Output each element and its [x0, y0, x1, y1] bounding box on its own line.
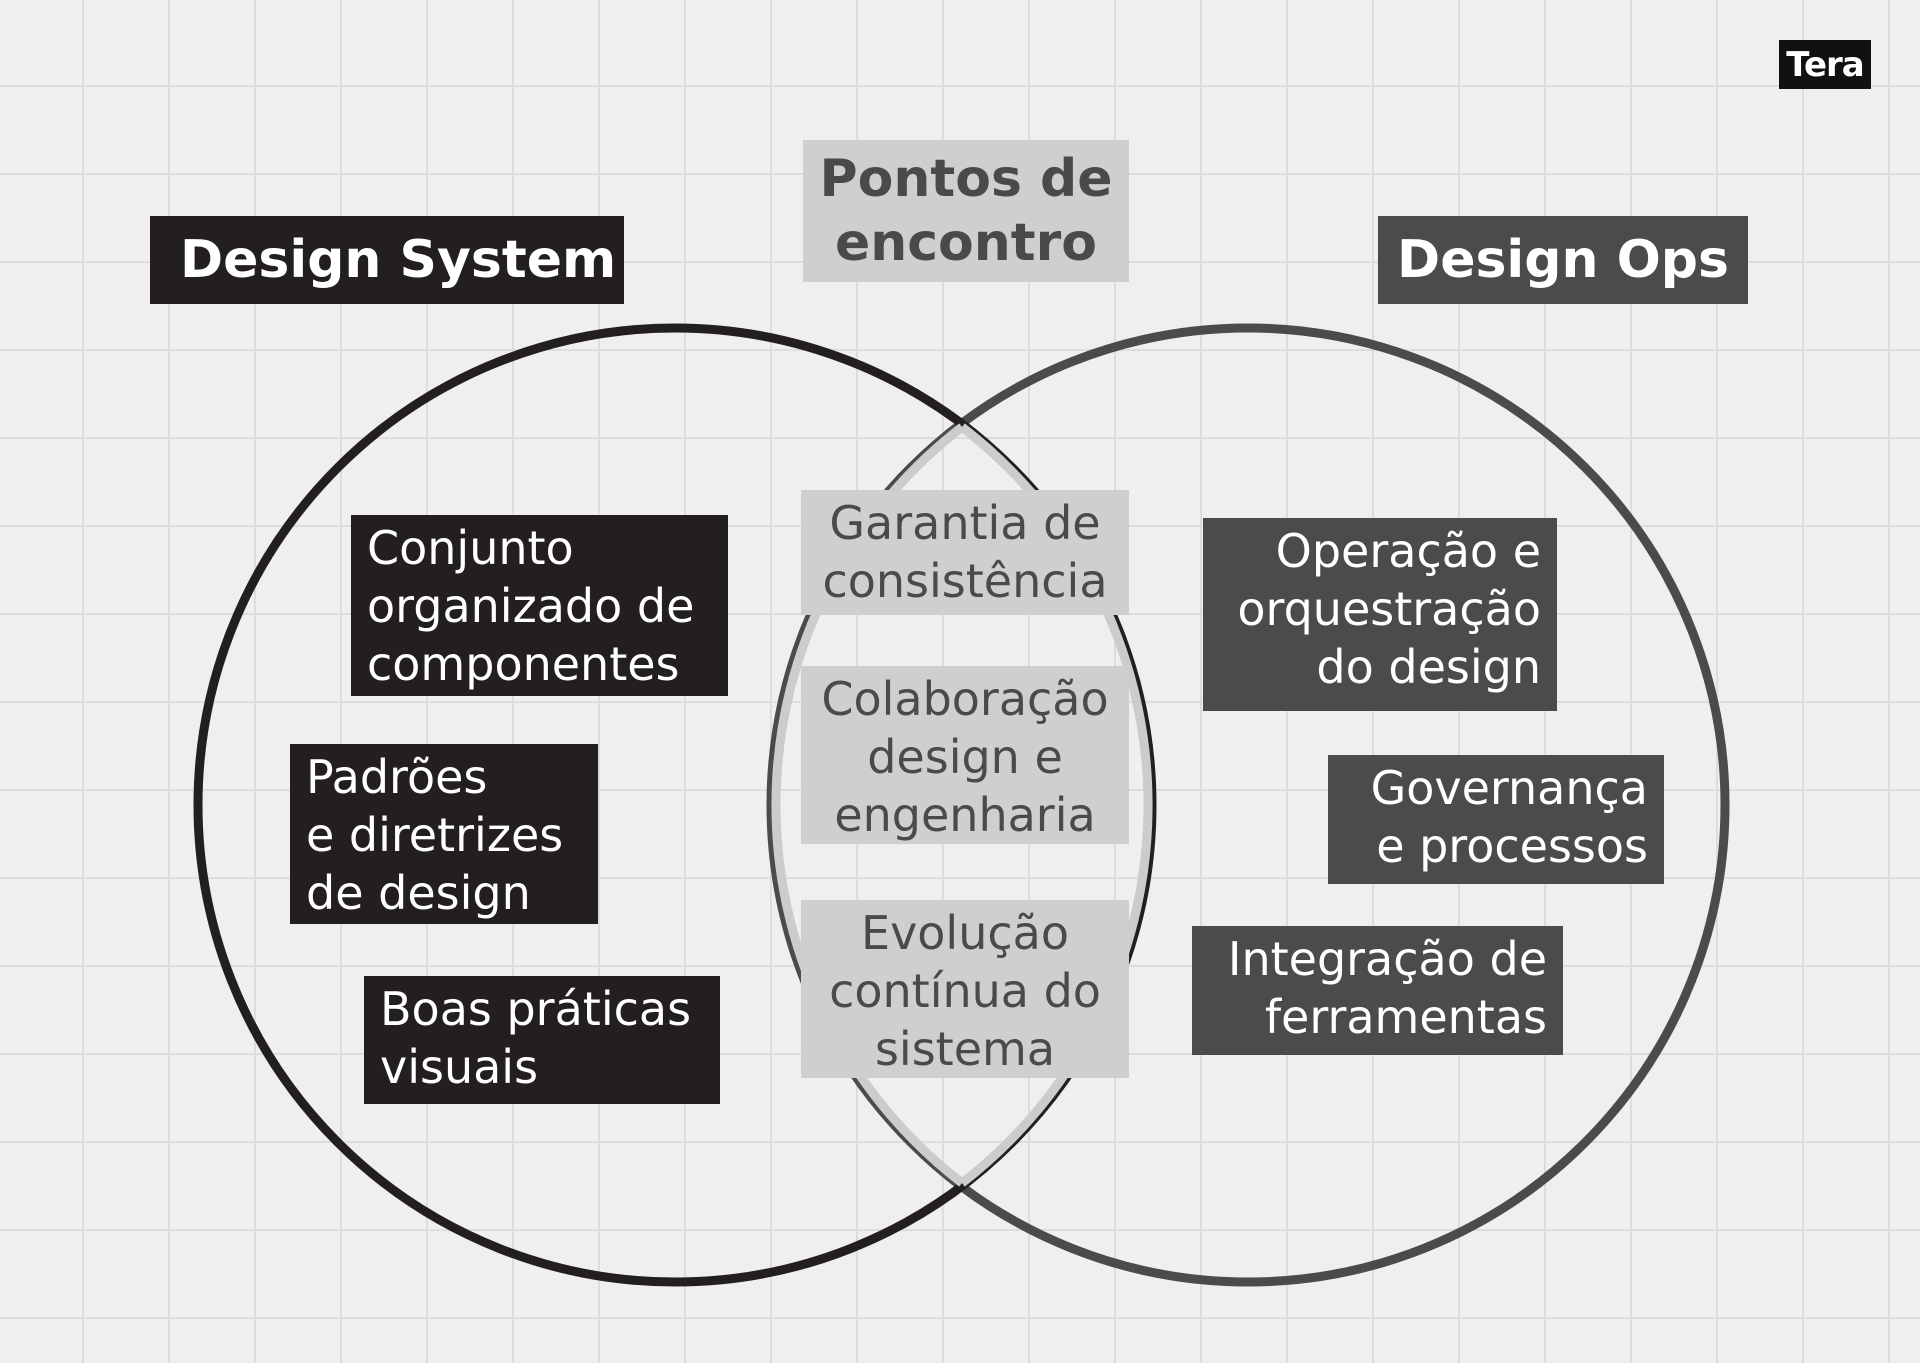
right-item-1: Operação e orquestração do design: [1203, 518, 1557, 711]
left-item-2: Padrões e diretrizes de design: [290, 744, 598, 924]
meeting-points-title: Pontos de encontro: [819, 149, 1113, 273]
right-item-2: Governança e processos: [1328, 755, 1664, 884]
design-system-header: Design System: [150, 216, 624, 304]
center-item-3: Evolução contínua do sistema: [801, 900, 1129, 1078]
design-ops-header: Design Ops: [1378, 216, 1748, 304]
design-system-title: Design System: [180, 230, 617, 290]
right-item-3: Integração de ferramentas: [1192, 926, 1563, 1055]
left-item-1: Conjunto organizado de componentes: [351, 515, 728, 696]
left-item-3: Boas práticas visuais: [364, 976, 720, 1104]
center-item-2: Colaboração design e engenharia: [801, 666, 1129, 844]
tera-logo: Tera: [1779, 40, 1871, 89]
meeting-points-header: Pontos de encontro: [803, 140, 1129, 282]
design-ops-title: Design Ops: [1397, 230, 1729, 290]
center-item-1: Garantia de consistência: [801, 490, 1129, 615]
design-ops-circle: [766, 323, 1730, 1287]
